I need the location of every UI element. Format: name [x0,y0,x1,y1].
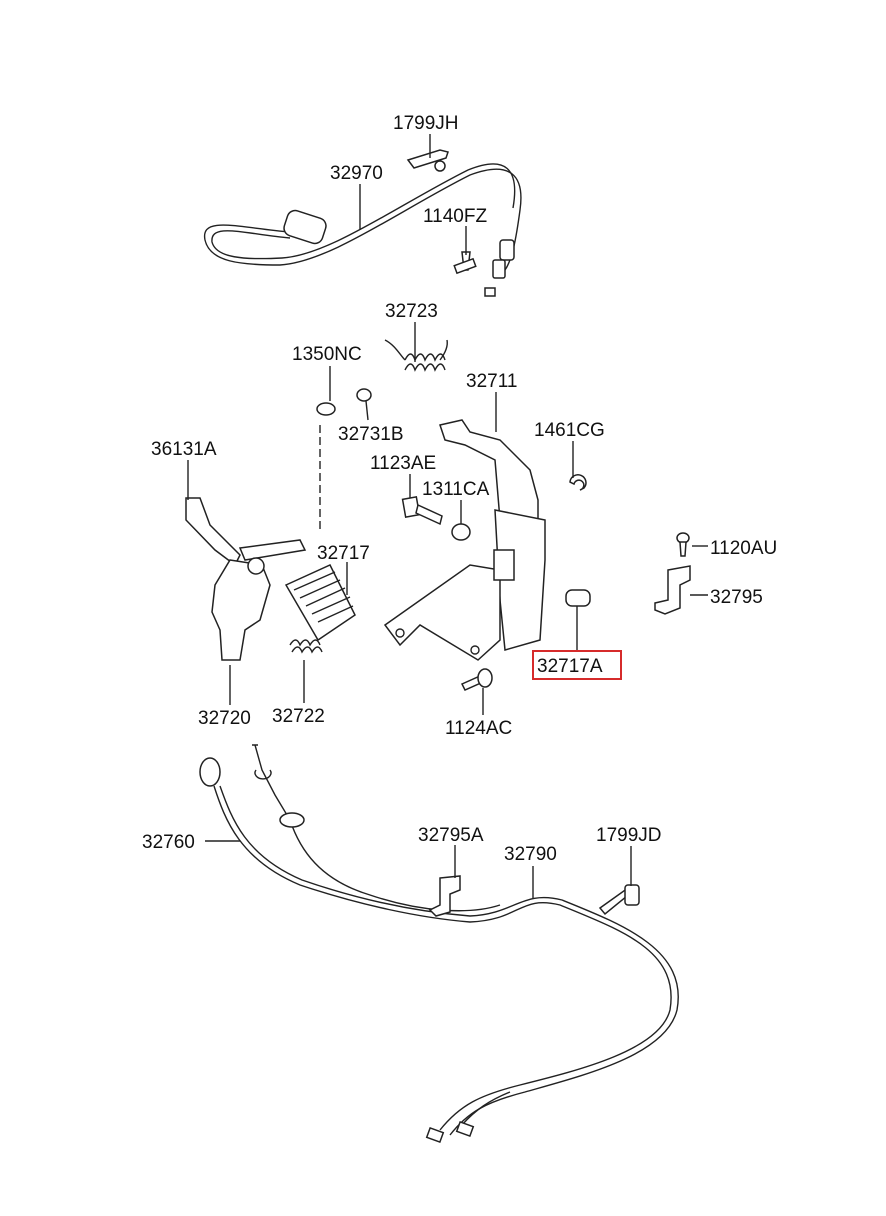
label-1311CA[interactable]: 1311CA [422,479,490,500]
label-32711[interactable]: 32711 [466,371,517,392]
label-32970[interactable]: 32970 [330,163,383,184]
spring-32723[interactable] [384,339,448,372]
cable-32760[interactable] [199,757,679,1144]
washer-32731B[interactable] [356,388,372,402]
leader-lines [187,134,708,898]
label-32760[interactable]: 32760 [142,832,195,853]
part-labels: 1799JH 32970 1140FZ 32723 1350NC 32711 3… [142,113,777,865]
label-1799JD[interactable]: 1799JD [596,825,662,846]
clip-1799JD[interactable] [598,884,640,916]
cable-32970[interactable] [204,163,522,297]
label-1140FZ[interactable]: 1140FZ [423,206,487,227]
bracket-32795A[interactable] [428,875,461,917]
label-1461CG[interactable]: 1461CG [534,420,605,441]
clip-1461CG[interactable] [569,474,587,491]
label-36131A[interactable]: 36131A [151,439,217,460]
label-1123AE[interactable]: 1123AE [370,453,436,474]
spring-32722[interactable] [289,639,323,654]
bolt-1120AU[interactable] [676,532,690,557]
bolt-1140FZ[interactable] [453,251,477,275]
clip-1799JH[interactable] [406,149,449,172]
label-32723[interactable]: 32723 [385,301,438,322]
label-32720[interactable]: 32720 [198,708,251,729]
cable-32790[interactable] [252,744,511,1138]
label-32722[interactable]: 32722 [272,706,325,727]
highlight-box-32717A [532,650,622,680]
bracket-32795[interactable] [654,565,691,615]
bolt-1123AE[interactable] [401,496,443,526]
pedal-arm-32720[interactable] [185,497,307,661]
label-1120AU[interactable]: 1120AU [710,538,777,559]
label-1799JH[interactable]: 1799JH [393,113,459,134]
label-32717[interactable]: 32717 [317,543,370,564]
nut-1311CA[interactable] [451,523,471,541]
bracket-32711[interactable] [383,419,546,661]
label-32717A[interactable]: 32717A [537,656,603,677]
label-1124AC[interactable]: 1124AC [445,718,512,739]
label-1350NC[interactable]: 1350NC [292,344,362,365]
label-32731B[interactable]: 32731B [338,424,404,445]
label-32795A[interactable]: 32795A [418,825,484,846]
bolt-1124AC[interactable] [460,668,493,691]
washer-1350NC[interactable] [316,402,336,416]
label-32795[interactable]: 32795 [710,587,763,608]
bushing-32717A[interactable] [565,589,591,607]
pedal-pad-32717[interactable] [284,564,356,642]
label-32790[interactable]: 32790 [504,844,557,865]
